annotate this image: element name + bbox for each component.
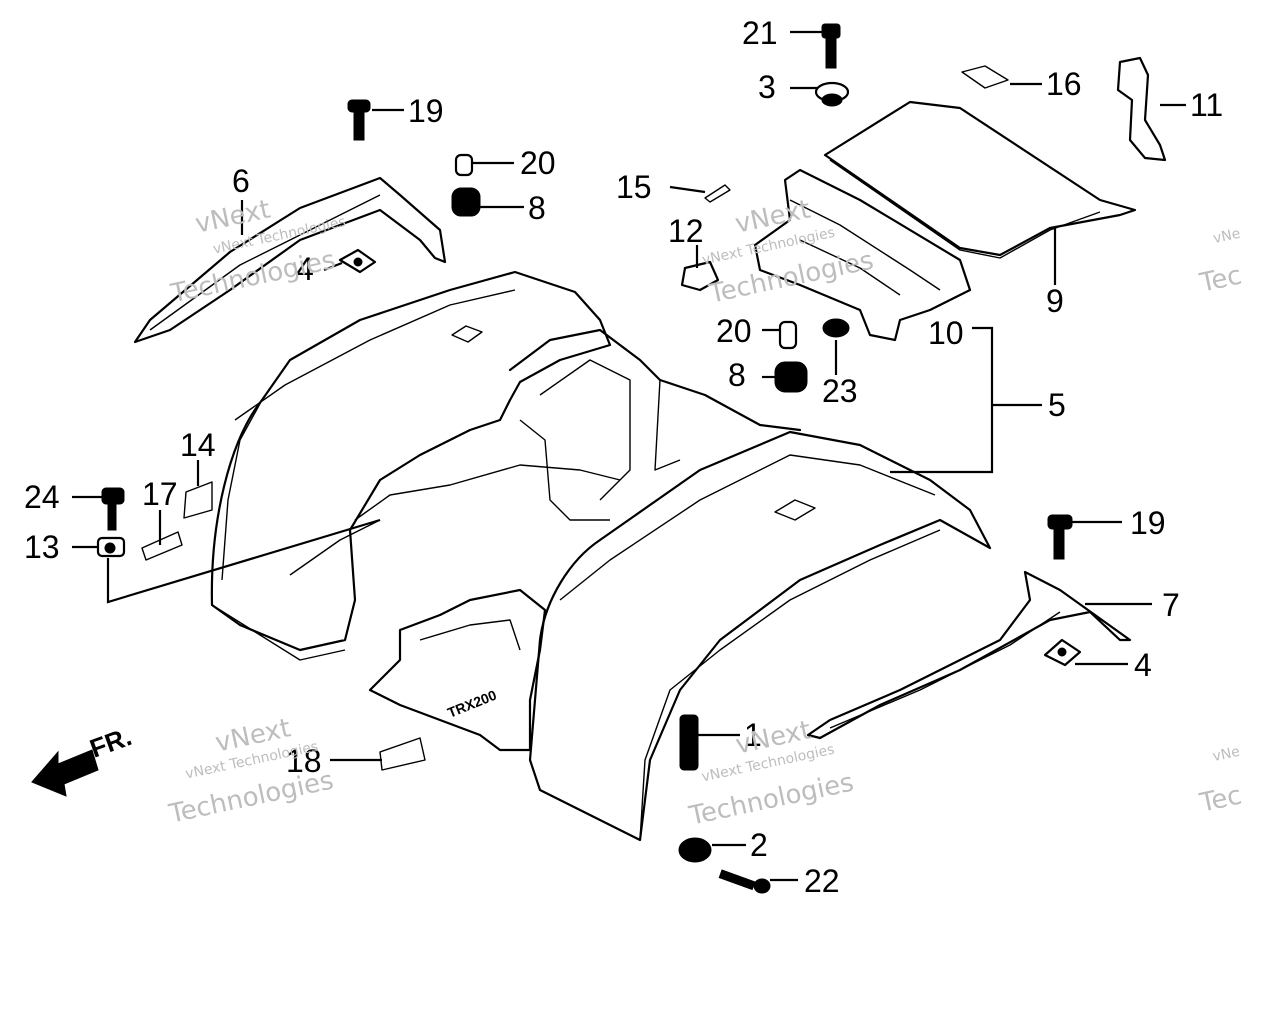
bolt-24 — [101, 487, 125, 531]
watermark-big-1: Technologies — [168, 245, 339, 309]
clip-12 — [680, 260, 720, 292]
collar-20-top — [454, 153, 474, 177]
callout-10: 10 — [928, 315, 964, 351]
callout-6: 6 — [232, 163, 250, 199]
mud-flap-part — [1116, 56, 1167, 162]
callout-20-mid: 20 — [716, 313, 752, 349]
callout-15: 15 — [616, 169, 652, 205]
collar-20-mid — [778, 320, 798, 350]
watermark-partial-4: Tec — [1196, 781, 1244, 819]
callout-8-top: 8 — [528, 190, 546, 226]
right-side-trim-part — [806, 570, 1132, 740]
front-direction-indicator: FR. — [31, 721, 136, 797]
front-label: FR. — [86, 721, 136, 764]
collar-3 — [814, 81, 850, 107]
nut-23 — [822, 318, 850, 338]
rear-carrier-part — [753, 100, 1137, 342]
tape-15 — [704, 184, 731, 203]
callout-18: 18 — [286, 743, 322, 779]
grommet-8-mid — [774, 361, 808, 393]
callout-1: 1 — [744, 717, 762, 753]
callout-labels: 21 3 16 11 19 20 8 6 4 15 12 9 20 10 8 2… — [24, 15, 1223, 899]
nut-2 — [678, 837, 712, 863]
nut-13 — [96, 536, 126, 558]
watermark-partial-3: vNe — [1211, 744, 1241, 765]
clip-4-right — [1043, 638, 1082, 667]
screw-22 — [718, 869, 771, 894]
callout-5: 5 — [1048, 387, 1066, 423]
label-18 — [379, 737, 426, 771]
callout-8-mid: 8 — [728, 357, 746, 393]
callout-11: 11 — [1190, 87, 1223, 123]
callout-21: 21 — [742, 15, 778, 51]
bolt-19-right — [1047, 514, 1073, 560]
callout-20-top: 20 — [520, 145, 556, 181]
callout-9: 9 — [1046, 283, 1064, 319]
reflector-1 — [679, 714, 699, 771]
callout-2: 2 — [750, 827, 768, 863]
tape-16 — [961, 65, 1009, 89]
decal-text: TRX200 — [445, 687, 499, 721]
grommet-8-top — [451, 187, 481, 217]
callout-17: 17 — [142, 476, 178, 512]
callout-7: 7 — [1162, 587, 1180, 623]
callout-22: 22 — [804, 863, 840, 899]
callout-24: 24 — [24, 479, 60, 515]
arrow-left-icon — [31, 749, 99, 797]
callout-19-right: 19 — [1130, 505, 1166, 541]
clip-4-top — [338, 248, 377, 274]
watermark-partial-1: vNe — [1212, 226, 1242, 247]
leader-lines — [72, 30, 1186, 882]
watermark-partial-2: Tec — [1196, 261, 1244, 299]
callout-4-top: 4 — [296, 251, 314, 287]
label-17 — [141, 531, 183, 561]
callout-12: 12 — [668, 213, 704, 249]
rear-fender-part: TRX200 — [210, 270, 992, 842]
callout-16: 16 — [1046, 66, 1082, 102]
callout-23: 23 — [822, 373, 858, 409]
bolt-21 — [821, 23, 841, 69]
bolt-19-top — [347, 99, 371, 141]
callout-19-top: 19 — [408, 93, 444, 129]
left-side-trim-part — [133, 176, 447, 344]
callout-14: 14 — [180, 427, 216, 463]
callout-13: 13 — [24, 529, 60, 565]
callout-4-right: 4 — [1134, 647, 1152, 683]
callout-3: 3 — [758, 69, 776, 105]
label-14 — [183, 481, 213, 519]
